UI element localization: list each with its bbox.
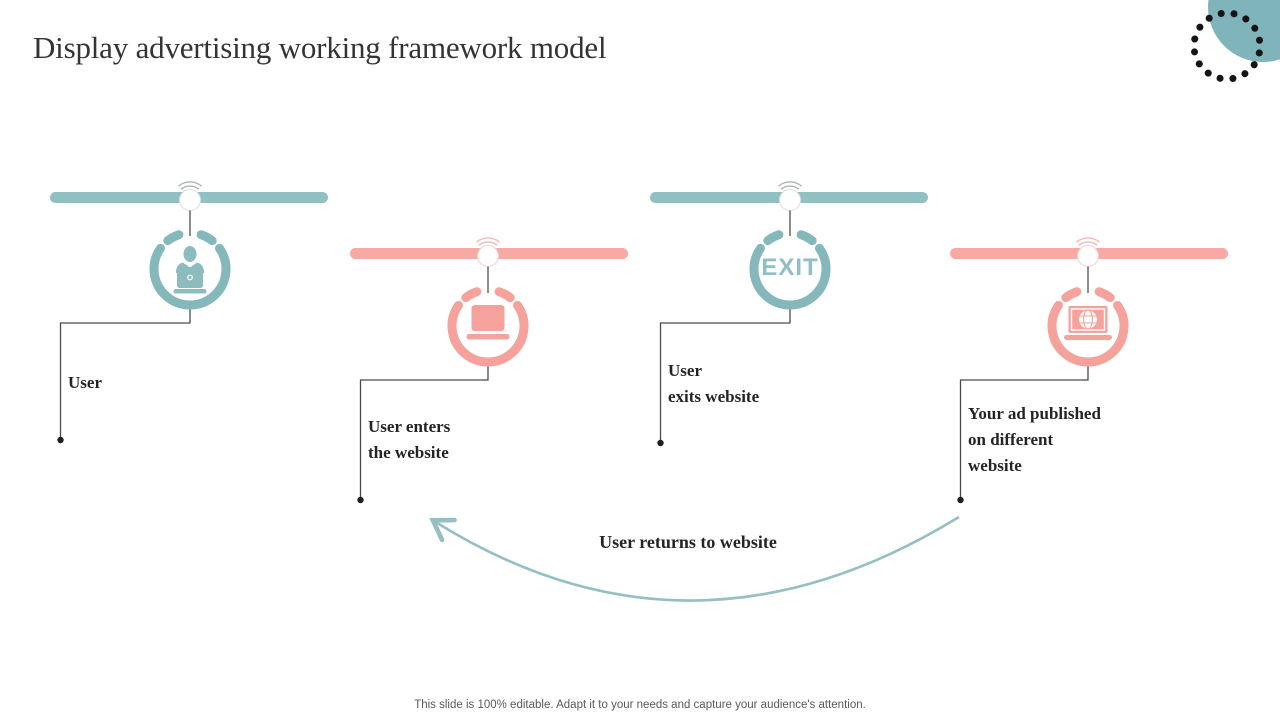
teal-circle-decoration — [1208, 0, 1280, 62]
label-ad-published: Your ad published on different website — [968, 404, 1101, 475]
broken-ring — [1047, 287, 1129, 367]
node-ad-published — [950, 237, 1228, 504]
milestone-circle — [477, 245, 499, 267]
label-user: User — [68, 373, 102, 392]
person-at-laptop-icon — [173, 246, 207, 294]
signal-arcs-icon — [177, 181, 203, 190]
milestone-circle — [1077, 245, 1099, 267]
milestone-circle — [179, 189, 201, 211]
dotted-circle-decoration — [1190, 9, 1264, 83]
connector-line — [959, 366, 1089, 500]
decorative-corner — [1190, 0, 1280, 83]
milestone-circle — [779, 189, 801, 211]
laptop-globe-icon — [1064, 306, 1112, 340]
endpoint-dot — [657, 439, 664, 447]
endpoint-dot — [957, 496, 964, 504]
endpoint-dot — [357, 496, 364, 504]
node-user-enters — [350, 237, 628, 504]
return-arrow — [429, 515, 960, 602]
label-user-exits: User exits website — [668, 361, 760, 406]
laptop-icon — [466, 305, 510, 340]
signal-arcs-icon — [777, 181, 803, 190]
signal-arcs-icon — [475, 237, 501, 246]
connector-line — [659, 309, 791, 443]
broken-ring — [447, 287, 529, 367]
exit-text: EXIT — [761, 254, 819, 281]
connector-line — [59, 309, 191, 440]
label-user-enters: User enters the website — [368, 417, 451, 462]
signal-arcs-icon — [1075, 237, 1101, 246]
footer-note: This slide is 100% editable. Adapt it to… — [414, 699, 866, 711]
broken-ring — [749, 230, 831, 310]
node-user-exits — [650, 181, 928, 447]
endpoint-dot — [57, 436, 64, 444]
slide-title: Display advertising working framework mo… — [33, 30, 607, 65]
broken-ring — [149, 230, 231, 310]
return-arrow-label: User returns to website — [599, 532, 777, 552]
connector-line — [359, 366, 489, 500]
node-user — [50, 181, 328, 444]
